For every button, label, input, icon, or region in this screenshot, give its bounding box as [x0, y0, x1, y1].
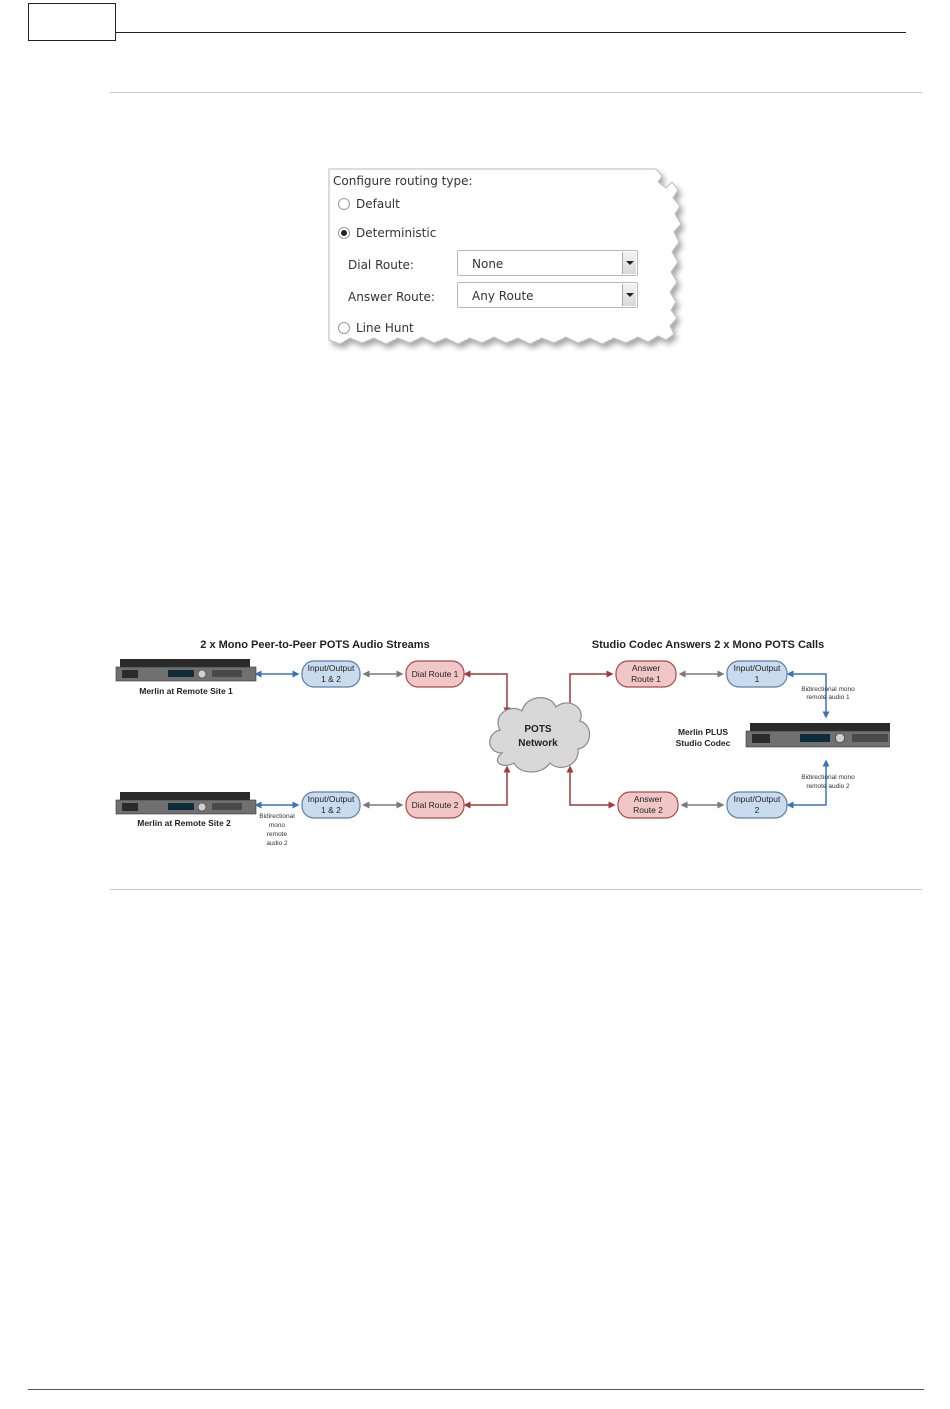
io-right-2-line1: Input/Output — [734, 794, 781, 804]
io-node-right-1: Input/Output 1 — [726, 660, 788, 688]
dial-route-select[interactable]: None — [457, 250, 638, 276]
pots-network-cloud-icon: POTS Network — [489, 697, 591, 773]
connector-dial2-network — [463, 765, 511, 809]
dial-route-dropdown-icon[interactable] — [622, 252, 636, 274]
routing-type-label: Configure routing type: — [333, 174, 473, 188]
radio-default-label: Default — [356, 197, 400, 211]
io-right-1-line2: 1 — [755, 674, 760, 684]
bidir-right-1-line1: Bidirectional mono — [801, 686, 855, 693]
answer-route-dropdown-icon[interactable] — [622, 284, 636, 306]
site-1-label: Merlin at Remote Site 1 — [139, 686, 233, 696]
studio-codec-label-1: Merlin PLUS — [678, 727, 728, 737]
radio-deterministic-circle[interactable] — [338, 227, 350, 239]
bidir-right-2-line2: remote audio 2 — [806, 783, 850, 790]
dial-route-1-label: Dial Route 1 — [412, 669, 459, 679]
answer-route-2-line2: Route 2 — [633, 805, 663, 815]
connector-io2-studio — [786, 759, 830, 809]
answer-route-1-line1: Answer — [632, 663, 661, 673]
rack-unit-remote-site-1-icon — [115, 659, 257, 682]
connector-network-answer1 — [566, 670, 614, 715]
bidir-left-2-line4: audio 2 — [266, 840, 288, 847]
rack-unit-studio-codec-icon — [745, 723, 890, 748]
section-rule-top — [110, 92, 922, 93]
bidir-left-2-line3: remote — [267, 831, 288, 838]
bidir-right-1-line2: remote audio 1 — [806, 694, 850, 701]
connector-network-answer2 — [566, 765, 616, 809]
answer-route-2-node: Answer Route 2 — [617, 791, 679, 819]
routing-config-screenshot: Configure routing type: Default Determin… — [328, 168, 690, 356]
radio-line-hunt-label: Line Hunt — [356, 321, 414, 335]
radio-line-hunt[interactable]: Line Hunt — [338, 321, 414, 335]
header-rule — [116, 32, 906, 33]
answer-route-select[interactable]: Any Route — [457, 282, 638, 308]
io-left-2-line1: Input/Output — [308, 794, 355, 804]
answer-route-1-node: Answer Route 1 — [615, 660, 677, 688]
radio-line-hunt-circle[interactable] — [338, 322, 350, 334]
io-left-1-line1: Input/Output — [308, 663, 355, 673]
io-right-2-line2: 2 — [755, 805, 760, 815]
site-2-label: Merlin at Remote Site 2 — [137, 818, 231, 828]
right-diagram-title: Studio Codec Answers 2 x Mono POTS Calls — [592, 639, 824, 651]
io-node-left-2: Input/Output 1 & 2 — [301, 791, 361, 819]
dial-route-2-node: Dial Route 2 — [405, 791, 465, 819]
pots-routing-diagram: 2 x Mono Peer-to-Peer POTS Audio Streams… — [115, 639, 890, 847]
io-left-1-line2: 1 & 2 — [321, 674, 341, 684]
dial-route-label: Dial Route: — [348, 258, 414, 272]
dial-route-1-node: Dial Route 1 — [405, 660, 465, 688]
io-node-left-1: Input/Output 1 & 2 — [301, 660, 361, 688]
radio-deterministic[interactable]: Deterministic — [338, 226, 436, 240]
page-number-box — [28, 3, 116, 41]
network-label-1: POTS — [524, 724, 552, 735]
network-label-2: Network — [518, 738, 558, 749]
dial-route-value: None — [472, 257, 504, 271]
connector-io1-studio — [786, 670, 830, 719]
connector-dial1-network — [463, 670, 511, 715]
answer-route-2-line1: Answer — [634, 794, 663, 804]
section-rule-bottom — [110, 889, 922, 890]
studio-codec-label-2: Studio Codec — [676, 738, 731, 748]
routing-config-panel: Configure routing type: Default Determin… — [330, 170, 675, 342]
left-diagram-title: 2 x Mono Peer-to-Peer POTS Audio Streams — [200, 639, 429, 651]
io-left-2-line2: 1 & 2 — [321, 805, 341, 815]
bidir-left-2-line2: mono — [269, 822, 286, 829]
io-right-1-line1: Input/Output — [734, 663, 781, 673]
footer-rule — [28, 1389, 924, 1390]
bidir-left-2-line1: Bidirectional — [259, 813, 295, 820]
bidir-right-2-line1: Bidirectional mono — [801, 774, 855, 781]
answer-route-1-line2: Route 1 — [631, 674, 661, 684]
radio-default[interactable]: Default — [338, 197, 400, 211]
answer-route-label: Answer Route: — [348, 290, 435, 304]
dial-route-2-label: Dial Route 2 — [412, 800, 459, 810]
io-node-right-2: Input/Output 2 — [726, 791, 788, 819]
answer-route-value: Any Route — [472, 289, 534, 303]
radio-deterministic-label: Deterministic — [356, 226, 437, 240]
radio-default-circle[interactable] — [338, 198, 350, 210]
rack-unit-remote-site-2-icon — [115, 792, 257, 815]
